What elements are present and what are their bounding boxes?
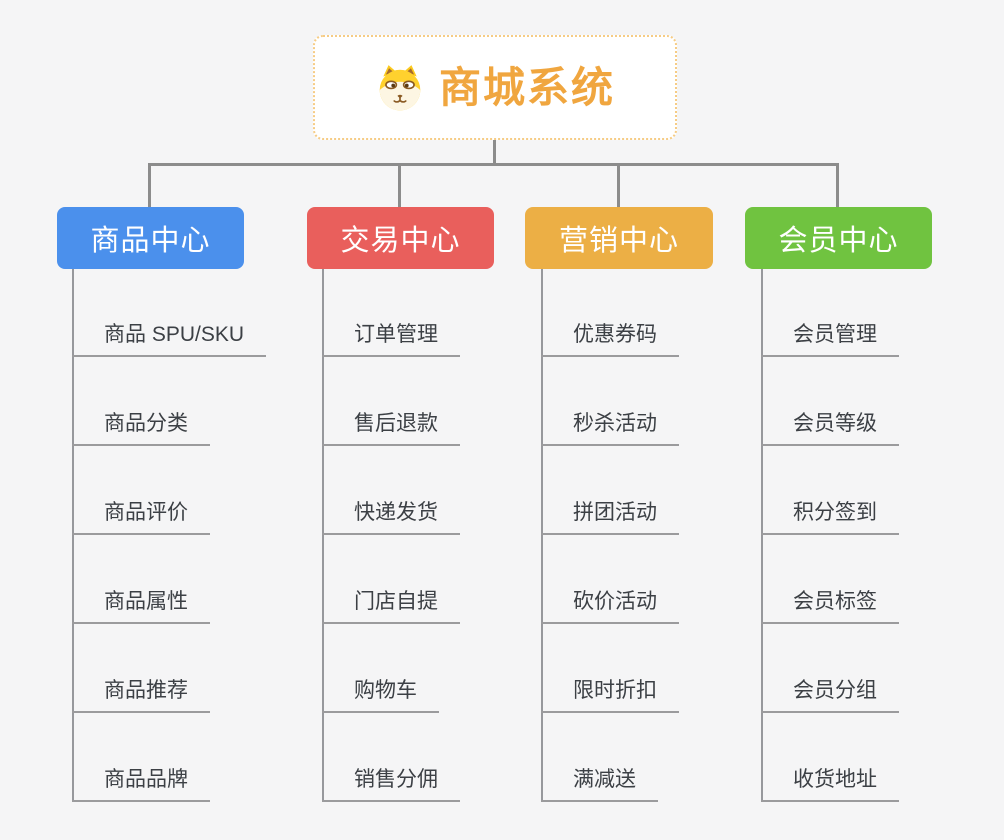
root-node[interactable]: 商城系统 [313,35,677,140]
branch-column-marketing-center: 优惠券码 秒杀活动 拼团活动 砍价活动 限时折扣 满减送 [541,269,781,802]
branch-column-member-center: 会员管理 会员等级 积分签到 会员标签 会员分组 收货地址 [761,269,1001,802]
leaf-node[interactable]: 优惠券码 [541,321,679,357]
leaf-node[interactable]: 会员等级 [761,410,899,446]
branch-node-trade-center[interactable]: 交易中心 [307,207,494,269]
leaf-node[interactable]: 快递发货 [322,499,460,535]
connector-drop-branch-2 [398,163,401,209]
leaf-node[interactable]: 商品分类 [72,410,210,446]
leaf-node[interactable]: 会员标签 [761,588,899,624]
leaf-node[interactable]: 限时折扣 [541,677,679,713]
leaf-node[interactable]: 商品推荐 [72,677,210,713]
leaf-node[interactable]: 门店自提 [322,588,460,624]
branch-node-member-center[interactable]: 会员中心 [745,207,932,269]
branch-column-product-center: 商品 SPU/SKU 商品分类 商品评价 商品属性 商品推荐 商品品牌 [72,269,312,802]
leaf-node[interactable]: 会员分组 [761,677,899,713]
connector-drop-branch-4 [836,163,839,209]
leaf-node[interactable]: 商品评价 [72,499,210,535]
root-title: 商城系统 [438,63,615,111]
connector-horizontal-bar [148,163,839,166]
leaf-node[interactable]: 订单管理 [322,321,460,357]
leaf-node[interactable]: 拼团活动 [541,499,679,535]
leaf-node[interactable]: 售后退款 [322,410,460,446]
leaf-node[interactable]: 收货地址 [761,766,899,802]
leaf-node[interactable]: 积分签到 [761,499,899,535]
leaf-node[interactable]: 砍价活动 [541,588,679,624]
leaf-node[interactable]: 商品品牌 [72,766,210,802]
leaf-node[interactable]: 秒杀活动 [541,410,679,446]
leaf-node[interactable]: 商品属性 [72,588,210,624]
leaf-node[interactable]: 销售分佣 [322,766,460,802]
connector-drop-branch-3 [617,163,620,209]
leaf-node[interactable]: 会员管理 [761,321,899,357]
connector-drop-branch-1 [148,163,151,209]
leaf-node[interactable]: 购物车 [322,677,439,713]
connector-root-stem [493,138,496,165]
branch-node-product-center[interactable]: 商品中心 [57,207,244,269]
branch-column-trade-center: 订单管理 售后退款 快递发货 门店自提 购物车 销售分佣 [322,269,562,802]
leaf-node[interactable]: 满减送 [541,766,658,802]
branch-node-marketing-center[interactable]: 营销中心 [525,207,713,269]
shiba-dog-face-icon [379,64,421,110]
leaf-node[interactable]: 商品 SPU/SKU [72,321,267,357]
